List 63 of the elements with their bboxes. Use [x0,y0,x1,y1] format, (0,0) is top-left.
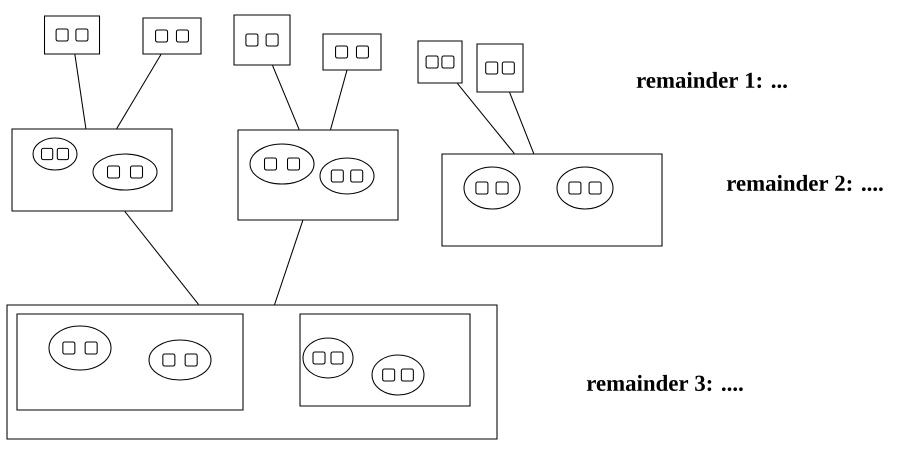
connector-line [274,220,304,305]
level-label: remainder 3: .... [586,374,743,392]
small-square [485,61,498,75]
connector-line [272,65,300,130]
sketch-box [299,313,471,407]
small-square [245,33,258,47]
level-label: remainder 1: ... [636,72,787,88]
small-square [130,165,144,179]
small-square [155,29,168,43]
small-square [356,45,369,59]
small-square [400,368,414,382]
small-square [496,181,509,195]
sketch-box [11,128,173,212]
small-square [475,181,488,195]
small-square [106,165,120,179]
sketch-box [322,33,382,71]
sketch-box [142,17,202,55]
small-square [350,169,364,183]
oval [371,354,425,396]
small-square [426,55,439,69]
oval [319,157,375,195]
small-square [441,55,454,69]
oval [249,143,315,185]
sketch-box [44,15,100,55]
small-square [176,29,189,43]
small-square [502,61,515,75]
small-square [312,351,326,365]
small-square [588,181,602,195]
connector-line [124,211,199,305]
oval [463,166,521,210]
oval [148,339,212,381]
sketch-box [417,40,463,84]
sketch-box [476,43,524,93]
small-square [335,45,348,59]
small-square [568,181,582,195]
small-square [382,368,396,382]
small-square [264,157,278,171]
small-square [266,33,279,47]
small-square [162,353,176,367]
oval [92,153,158,191]
small-square [286,157,300,171]
small-square [184,353,198,367]
small-square [75,28,88,42]
small-square [330,351,344,365]
level-label: remainder 2: .... [726,174,883,192]
connector-line [457,83,515,154]
sketch-box [237,129,399,221]
sketch-box [441,153,663,247]
oval [48,325,112,371]
connector-line [116,54,162,129]
connector-line [330,70,348,130]
small-square [62,341,76,355]
oval [556,166,614,210]
sketch-box [16,313,244,411]
connector-line [509,92,534,154]
small-square [56,28,69,42]
oval [32,137,78,171]
connector-line [74,54,86,129]
sketch-box [6,304,498,440]
oval [302,337,354,379]
sketch-box [233,14,291,66]
small-square [84,341,98,355]
small-square [330,169,344,183]
